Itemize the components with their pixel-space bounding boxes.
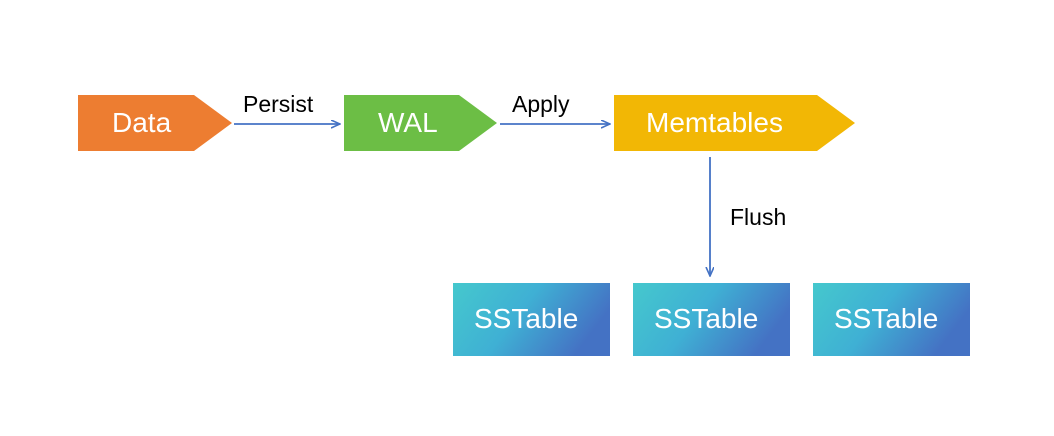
node-shape-data[interactable] bbox=[78, 95, 232, 151]
node-data[interactable] bbox=[78, 95, 232, 151]
edge-label-flush: Flush bbox=[730, 204, 787, 230]
edge-label-persist: Persist bbox=[243, 91, 314, 117]
node-shape-sstable-3[interactable] bbox=[813, 283, 970, 356]
node-shape-sstable-1[interactable] bbox=[453, 283, 610, 356]
node-shape-sstable-2[interactable] bbox=[633, 283, 790, 356]
node-sstable-2[interactable] bbox=[633, 283, 790, 356]
node-wal[interactable] bbox=[344, 95, 497, 151]
node-shape-memtables[interactable] bbox=[614, 95, 855, 151]
node-memtables[interactable] bbox=[614, 95, 855, 151]
node-shape-wal[interactable] bbox=[344, 95, 497, 151]
edge-label-apply: Apply bbox=[512, 91, 570, 117]
node-sstable-1[interactable] bbox=[453, 283, 610, 356]
node-sstable-3[interactable] bbox=[813, 283, 970, 356]
